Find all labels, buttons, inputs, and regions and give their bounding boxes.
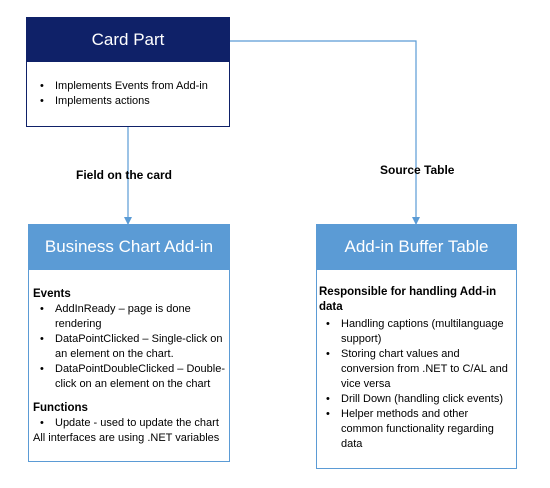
events-heading: Events	[33, 288, 71, 300]
card-part-title: Card Part	[91, 30, 165, 49]
event-item: AddInReady – page is done rendering	[40, 302, 225, 332]
card-part-header: Card Part	[26, 17, 230, 62]
buffer-item: Helper methods and other common function…	[326, 407, 512, 452]
business-chart-title: Business Chart Add-in	[44, 237, 214, 256]
edge-label-source-table: Source Table	[380, 163, 455, 177]
functions-heading: Functions	[33, 402, 88, 414]
card-part-item: Implements Events from Add-in	[40, 79, 223, 94]
functions-list: Update - used to update the chart	[33, 416, 225, 431]
function-item: Update - used to update the chart	[40, 416, 225, 431]
buffer-item: Drill Down (handling click events)	[326, 392, 512, 407]
buffer-table-list: Handling captions (multilanguage support…	[319, 317, 512, 452]
events-list: AddInReady – page is done rendering Data…	[33, 302, 225, 392]
event-item: DataPointDoubleClicked – Double-click on…	[40, 362, 225, 392]
buffer-table-heading: Responsible for handling Add-in data	[319, 286, 497, 313]
buffer-table-header: Add-in Buffer Table	[316, 224, 517, 270]
buffer-item: Storing chart values and conversion from…	[326, 347, 512, 392]
card-part-list: Implements Events from Add-in Implements…	[33, 79, 223, 109]
card-part-item: Implements actions	[40, 94, 223, 109]
connector-source-table	[230, 40, 420, 225]
business-chart-body: Events AddInReady – page is done renderi…	[28, 270, 230, 462]
card-part-body: Implements Events from Add-in Implements…	[26, 62, 230, 127]
buffer-table-title: Add-in Buffer Table	[344, 237, 489, 256]
event-item: DataPointClicked – Single-click on an el…	[40, 332, 225, 362]
business-chart-header: Business Chart Add-in	[28, 224, 230, 270]
edge-label-field-on-card: Field on the card	[76, 168, 173, 182]
interfaces-note: All interfaces are using .NET variables	[33, 432, 220, 444]
buffer-table-body: Responsible for handling Add-in data Han…	[316, 270, 517, 469]
buffer-item: Handling captions (multilanguage support…	[326, 317, 512, 347]
